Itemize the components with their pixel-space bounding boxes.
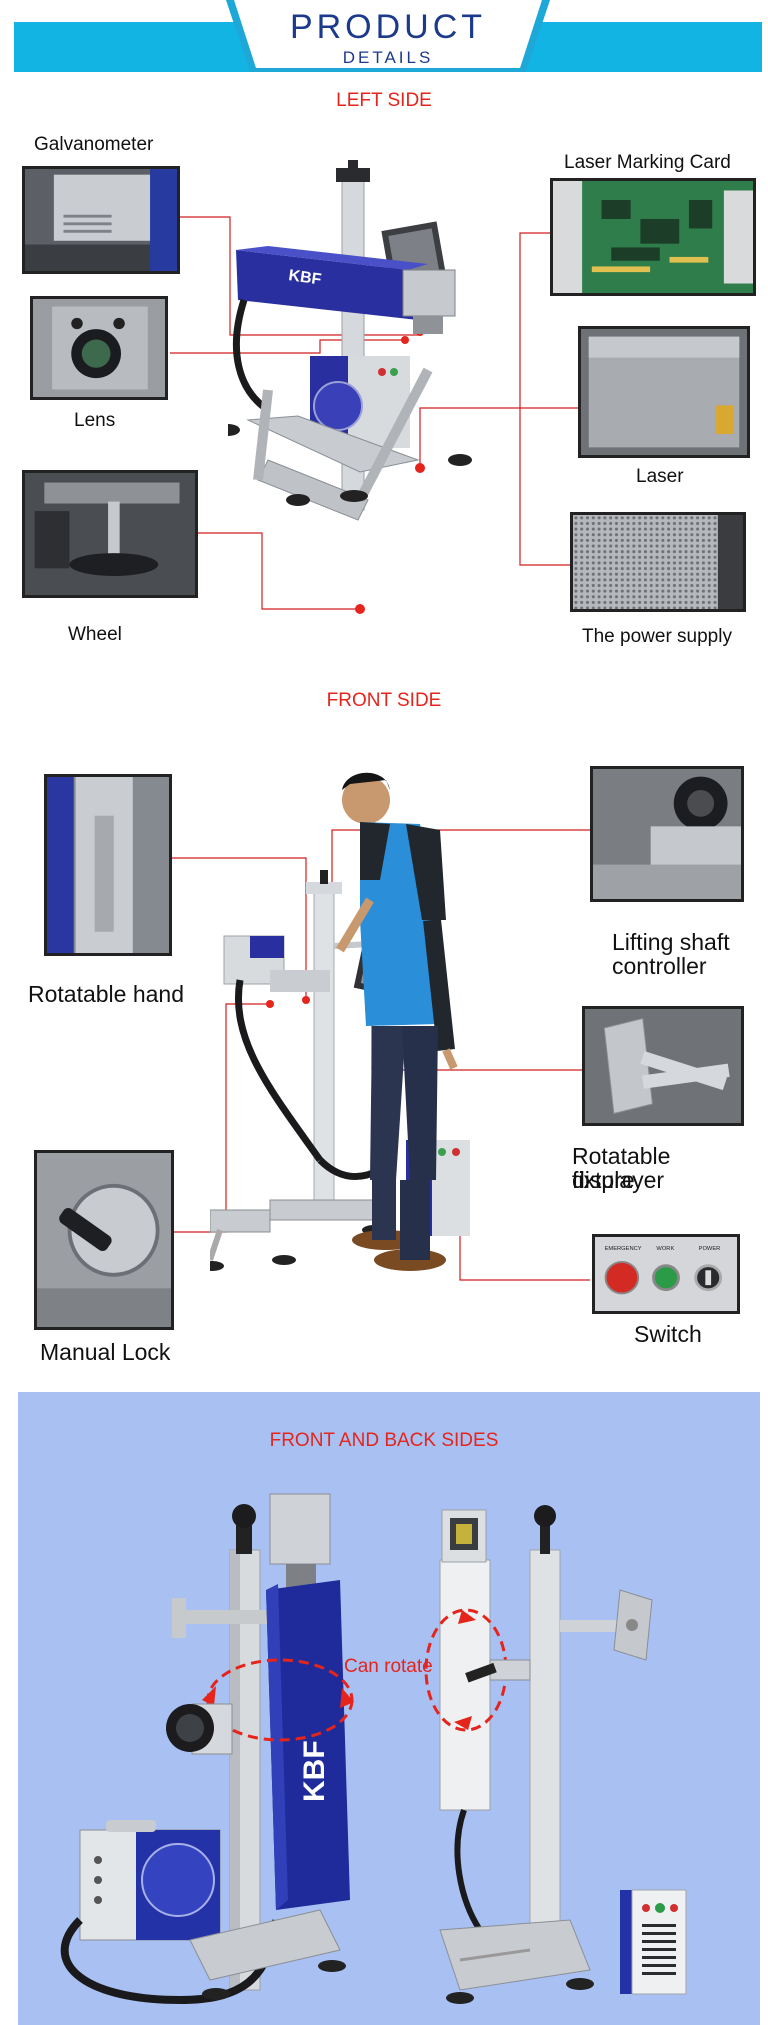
machine-front-view: KBF (40, 1480, 380, 2020)
switch-label-emergency: EMERGENCY (605, 1246, 642, 1252)
machine-brand-front: KBF (298, 1740, 331, 1802)
label-wheel: Wheel (68, 624, 122, 645)
photo-laser-marking-card (550, 178, 756, 296)
label-power-supply: The power supply (582, 626, 732, 647)
label-rotatable-displayer-line2: fixture (572, 1167, 635, 1193)
header-banner-tab (226, 0, 550, 72)
label-manual-lock: Manual Lock (40, 1339, 171, 1365)
photo-lifting-shaft-controller (590, 766, 744, 902)
page-title: PRODUCT (289, 8, 487, 46)
machine-brand-left: KBF (287, 267, 322, 288)
annotation-can-rotate: Can rotate (344, 1656, 433, 1677)
label-lens: Lens (74, 410, 116, 431)
label-rotatable-hand: Rotatable hand (28, 981, 185, 1007)
section-title-left-side: LEFT SIDE (336, 90, 432, 111)
photo-galvanometer (22, 166, 180, 274)
label-laser-marking-card: Laser Marking Card (564, 152, 731, 173)
photo-rotatable-displayer-fixture (582, 1006, 744, 1126)
label-laser: Laser (636, 466, 684, 487)
photo-switch-panel: EMERGENCY WORK POWER (592, 1234, 740, 1314)
label-galvanometer: Galvanometer (34, 134, 154, 155)
section-title-front-side: FRONT SIDE (326, 690, 442, 711)
page-subtitle: DETAILS (342, 48, 434, 67)
label-lifting-shaft-line1: Lifting shaft (612, 929, 730, 955)
machine-front-side-with-operator (210, 760, 590, 1320)
section-title-front-and-back: FRONT AND BACK SIDES (269, 1430, 499, 1451)
photo-wheel (22, 470, 198, 598)
machine-left-side: KBF (228, 160, 518, 640)
switch-label-power: POWER (699, 1246, 721, 1252)
photo-manual-lock (34, 1150, 174, 1330)
switch-label-work: WORK (656, 1246, 674, 1252)
label-lifting-shaft-line2: controller (612, 953, 707, 979)
machine-back-view (420, 1490, 720, 2020)
photo-rotatable-hand (44, 774, 172, 956)
photo-lens (30, 296, 168, 400)
label-rotatable-displayer-line1: Rotatable displayer (572, 1143, 671, 1194)
photo-laser (578, 326, 750, 458)
photo-power-supply (570, 512, 746, 612)
label-switch: Switch (634, 1321, 702, 1347)
